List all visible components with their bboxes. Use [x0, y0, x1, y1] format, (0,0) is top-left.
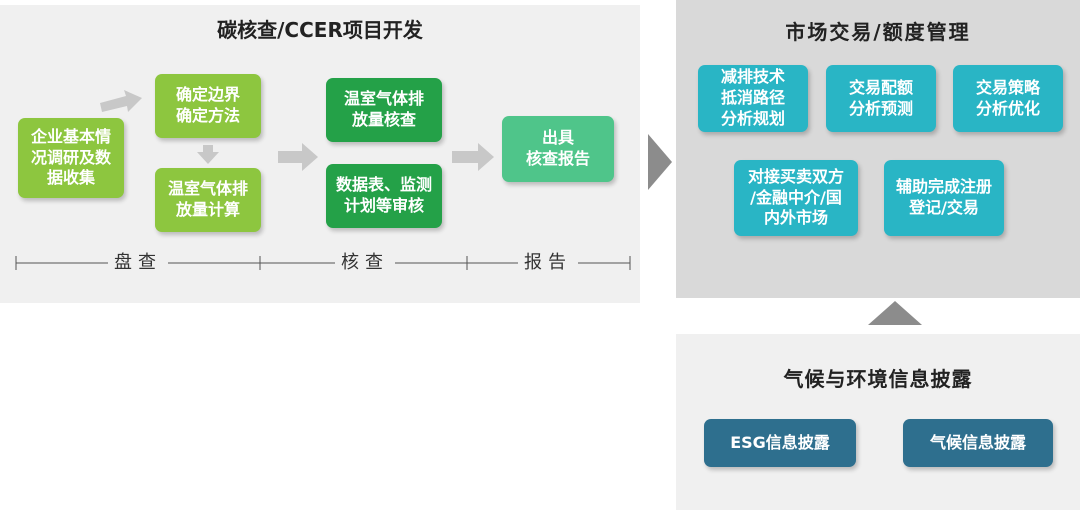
box-buyer-seller-matching: 对接买卖双方 /金融中介/国 内外市场 — [734, 160, 858, 236]
panel-connector-arrow — [648, 134, 672, 190]
box-quota-forecast: 交易配额 分析预测 — [826, 65, 936, 132]
step-emission-verification: 温室气体排 放量核查 — [326, 78, 442, 142]
phase-label-report: 报告 — [518, 254, 578, 272]
carbon-verification-title: 碳核查/CCER项目开发 — [217, 18, 423, 42]
market-trading-panel — [676, 0, 1080, 298]
box-climate-disclosure: 气候信息披露 — [903, 419, 1053, 467]
flow-arrow — [197, 145, 219, 164]
flow-arrow — [452, 143, 494, 171]
box-registration-assist: 辅助完成注册 登记/交易 — [884, 160, 1004, 236]
flow-arrow — [100, 90, 142, 112]
step-define-boundary: 确定边界 确定方法 — [155, 74, 261, 138]
box-offset-path-planning: 减排技术 抵消路径 分析规划 — [698, 65, 808, 132]
step-company-research: 企业基本情 况调研及数 据收集 — [18, 118, 124, 198]
flow-arrow — [278, 143, 318, 171]
step-issue-report: 出具 核查报告 — [502, 116, 614, 182]
disclosure-up-arrow — [868, 301, 922, 325]
phase-label-verification: 核查 — [335, 254, 395, 272]
step-emission-calculation: 温室气体排 放量计算 — [155, 168, 261, 232]
disclosure-title: 气候与环境信息披露 — [783, 367, 973, 391]
box-esg-disclosure: ESG信息披露 — [704, 419, 856, 467]
phase-label-inventory: 盘查 — [108, 254, 168, 272]
step-data-review: 数据表、监测 计划等审核 — [326, 164, 442, 228]
market-trading-title: 市场交易/额度管理 — [785, 20, 971, 44]
box-strategy-optimization: 交易策略 分析优化 — [953, 65, 1063, 132]
